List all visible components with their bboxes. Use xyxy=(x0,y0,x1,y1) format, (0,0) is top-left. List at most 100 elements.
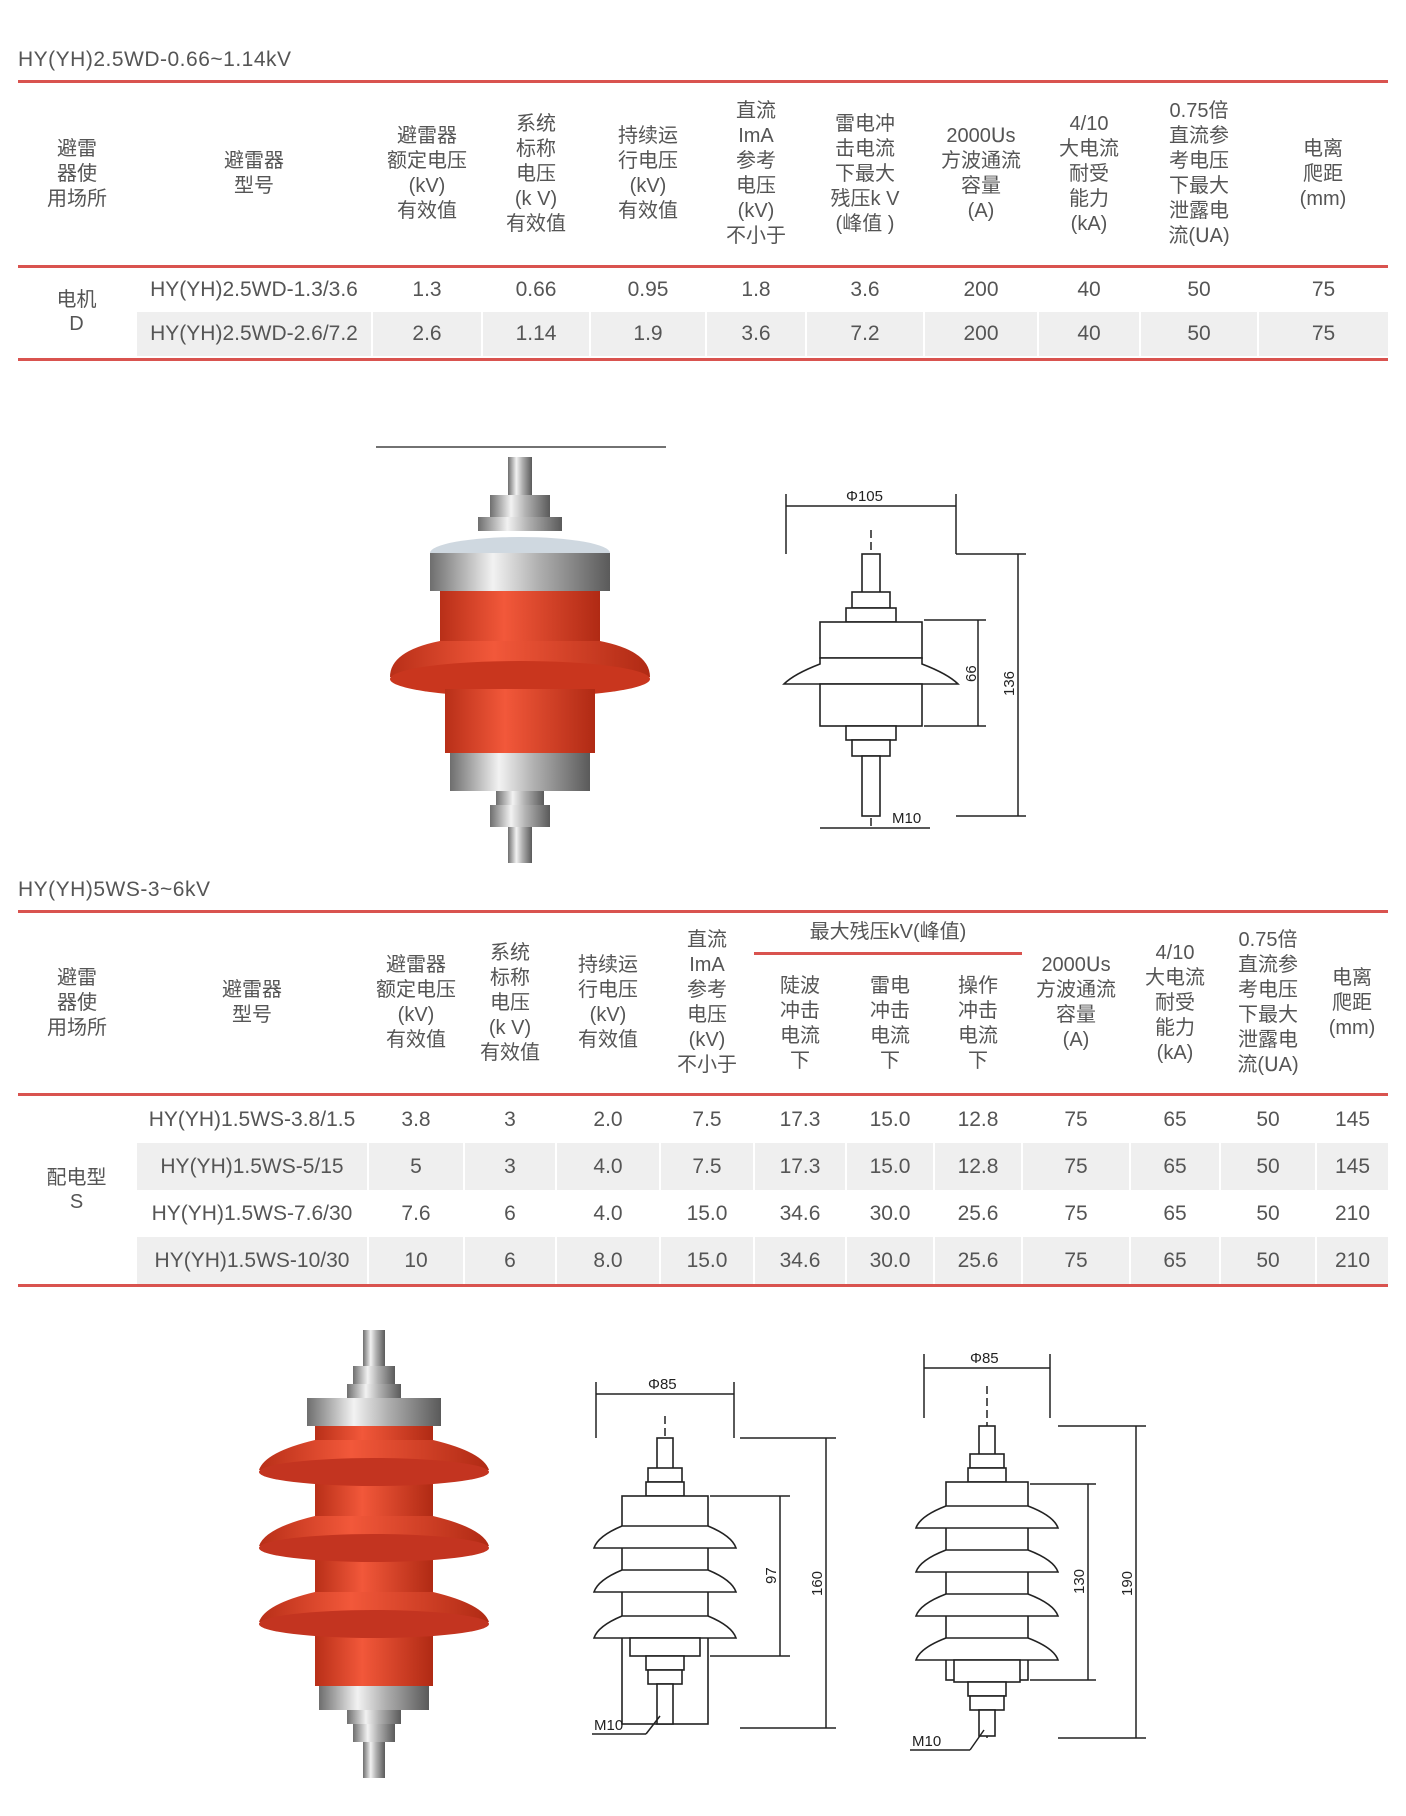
table-cell: 17.3 xyxy=(753,1143,846,1190)
table-cell: 4.0 xyxy=(555,1143,660,1190)
header-line: 4/10 xyxy=(1069,112,1109,135)
table-cell: 75 xyxy=(1257,268,1388,312)
arrester-photo-1 xyxy=(376,446,666,863)
total-height-label: 136 xyxy=(1001,671,1018,696)
section2-header-rule xyxy=(18,1093,1389,1096)
table-cell: 10 xyxy=(367,1237,464,1284)
header-line: (kA) xyxy=(1070,212,1108,235)
table-cell: 50 xyxy=(1139,312,1258,356)
header-line: 流(ꓴA) xyxy=(1237,1054,1299,1076)
header-line: 冲击 xyxy=(780,999,820,1022)
header-line: 避雷 xyxy=(57,966,97,989)
header-line: 有效值 xyxy=(480,1041,540,1064)
h2-6: 陡波冲击电流下 xyxy=(754,953,846,1093)
header-line: (k V) xyxy=(514,187,558,210)
header-line: 大电流 xyxy=(1145,966,1206,989)
table-cell: 7.2 xyxy=(805,312,924,356)
table-cell: 6 xyxy=(463,1190,556,1237)
table-cell: 12.8 xyxy=(932,1143,1023,1190)
header-line: (A) xyxy=(1062,1029,1090,1051)
header-line: 行电压 xyxy=(618,150,678,172)
table-cell: 40 xyxy=(1037,268,1140,312)
header-line: 型号 xyxy=(234,175,274,197)
header-line: 下 xyxy=(968,1049,988,1072)
h2-4: 持续运行电压(kV)有效值 xyxy=(556,913,660,1093)
table-cell: 50 xyxy=(1139,268,1258,312)
table-cell: 65 xyxy=(1129,1237,1221,1284)
table-cell: 75 xyxy=(1021,1096,1131,1143)
thread-label: M10 xyxy=(912,1733,941,1750)
table-cell: 30.0 xyxy=(845,1237,934,1284)
inner-height-label: 97 xyxy=(763,1567,780,1584)
header-line: 大电流 xyxy=(1059,137,1119,160)
header-line: 下 xyxy=(880,1049,900,1072)
header-line: 有效值 xyxy=(618,200,678,222)
header-line: (kV) xyxy=(589,1004,627,1026)
total-height-label: 160 xyxy=(809,1571,826,1596)
header-line: 行电压 xyxy=(578,979,638,1001)
header-line: 耐受 xyxy=(1069,162,1109,185)
header-line: 有效值 xyxy=(506,212,566,235)
table-cell: 1.8 xyxy=(705,268,806,312)
header-line: 操作 xyxy=(958,974,998,997)
header-line: 额定电压 xyxy=(387,150,467,172)
header-line: 电压 xyxy=(687,1004,727,1026)
table-cell: 34.6 xyxy=(753,1190,846,1237)
header-line: 下最大 xyxy=(835,162,895,185)
section2-title: HY(YH)5WS-3~6kV xyxy=(18,878,211,901)
header-line: 型号 xyxy=(232,1004,272,1026)
group-header: 最大残压kV(峰值) xyxy=(754,913,1023,955)
h1-3: 系统标称电压(k V)有效值 xyxy=(482,83,590,265)
header-line: 下 xyxy=(790,1049,810,1072)
h2-12: 电离爬距(mm) xyxy=(1316,913,1388,1093)
header-line: 避雷器 xyxy=(386,954,446,976)
section2-top-rule xyxy=(18,910,1388,913)
dimension-drawing-1: Φ105 66 136 M10 xyxy=(782,488,1026,829)
h1-2: 避雷器额定电压(kV)有效值 xyxy=(372,83,482,265)
header-line: 流(ꓴA) xyxy=(1168,225,1230,247)
h2-2: 避雷器额定电压(kV)有效值 xyxy=(368,913,464,1093)
header-line: (A) xyxy=(967,200,995,222)
header-line: 额定电压 xyxy=(376,979,456,1001)
header-line: 电流 xyxy=(780,1024,820,1047)
header-line: 系统 xyxy=(490,941,530,964)
table-cell: 0.66 xyxy=(481,268,590,312)
h2-0: 避雷器使用场所 xyxy=(18,913,136,1093)
arrester-photo-2 xyxy=(259,1330,489,1778)
table-cell: 210 xyxy=(1315,1190,1389,1237)
section1-spec-table: 避雷器使用场所避雷器型号 避雷器额定电压(kV)有效值系统标称电压(k V)有效… xyxy=(18,83,1388,356)
total-height-label: 190 xyxy=(1119,1571,1136,1596)
thread-label: M10 xyxy=(892,810,921,827)
table-cell: 75 xyxy=(1257,312,1388,356)
header-line: 标称 xyxy=(490,966,530,989)
table-cell: 1.9 xyxy=(589,312,706,356)
header-line: 直流参 xyxy=(1238,954,1299,976)
header-line: ImA xyxy=(738,125,774,147)
table-cell: 6 xyxy=(463,1237,556,1284)
inner-height-label: 130 xyxy=(1071,1569,1088,1594)
header-line: 能力 xyxy=(1069,187,1109,210)
table-cell: 40 xyxy=(1037,312,1140,356)
table-cell: 3 xyxy=(463,1096,556,1143)
header-line: 有效值 xyxy=(397,200,457,222)
table-cell: 75 xyxy=(1021,1237,1131,1284)
table-row: 电机 D HY(YH)2.5WD-1.3/3.6 1.3 0.66 0.95 1… xyxy=(18,268,1388,335)
header-line: 直流 xyxy=(687,929,727,951)
table-cell: 145 xyxy=(1315,1143,1389,1190)
table-cell: 3.6 xyxy=(805,268,924,312)
usage-line: D xyxy=(69,313,84,335)
table-cell: 65 xyxy=(1129,1096,1221,1143)
header-line: 有效值 xyxy=(578,1029,638,1051)
header-line: 方波通流 xyxy=(941,150,1021,172)
table-cell: 50 xyxy=(1219,1143,1317,1190)
h2-1: 避雷器型号 xyxy=(136,913,368,1093)
model-cell: HY(YH)1.5WS-7.6/30 xyxy=(135,1190,368,1237)
table-cell: 34.6 xyxy=(753,1237,846,1284)
section1-bottom-rule xyxy=(18,358,1388,361)
